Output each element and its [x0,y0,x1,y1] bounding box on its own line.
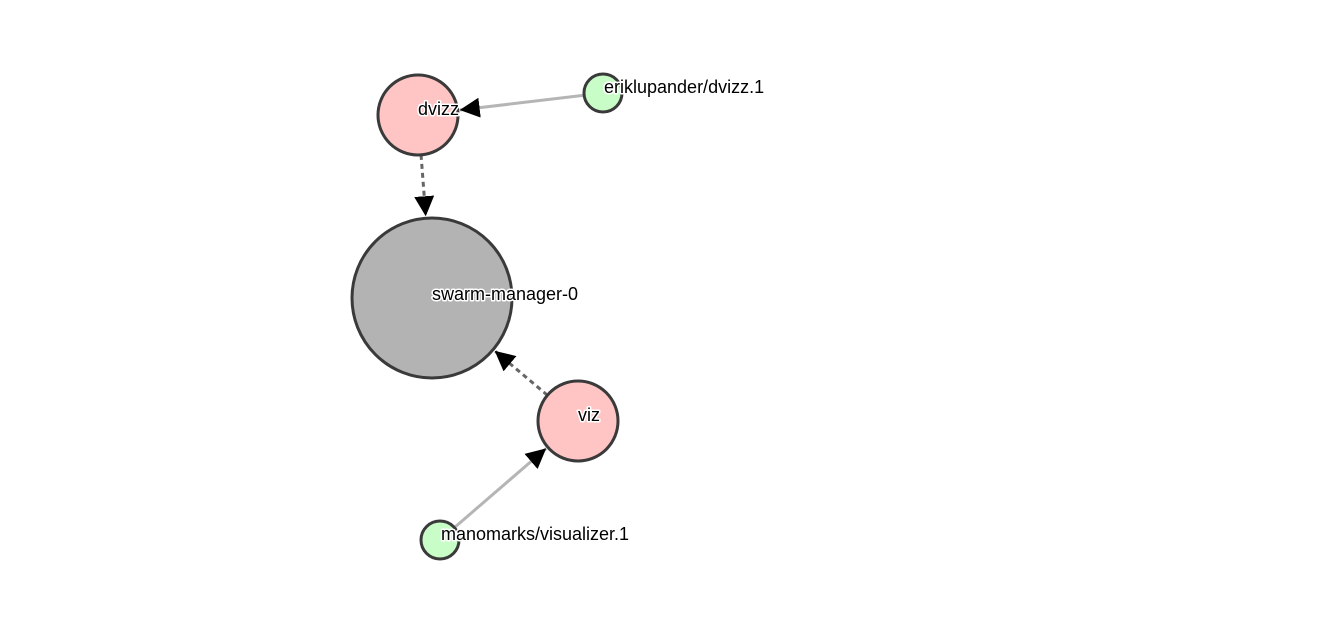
service-node-viz[interactable] [536,379,620,463]
node-label-swarm-manager-0: swarm-manager-0 [432,284,578,304]
links-layer [414,93,585,529]
node-label-dvizz: dvizz [418,99,459,119]
link-dvizz-to-swarm-manager-0 [414,154,435,217]
node-label-viz: viz [578,405,600,425]
labels-layer: swarm-manager-0 dvizz viz eriklupander/dviz… [417,76,766,546]
node-label-manomarks-visualizer-1: manomarks/visualizer.1 [441,524,629,544]
link-viz-to-swarm-manager-0 [493,349,549,397]
node-label-eriklupander-dvizz-1: eriklupander/dvizz.1 [604,77,764,97]
task-node-eriklupander-dvizz-1[interactable] [582,72,624,114]
task-node-manomarks-visualizer-1[interactable] [419,519,461,561]
service-node-dvizz[interactable] [376,73,460,157]
manager-node-swarm-manager-0[interactable] [350,216,514,380]
link-manomarks-visualizer-1-to-viz [453,447,548,529]
nodes-layer [350,72,624,561]
link-eriklupander-dvizz-1-to-dvizz [459,93,585,118]
